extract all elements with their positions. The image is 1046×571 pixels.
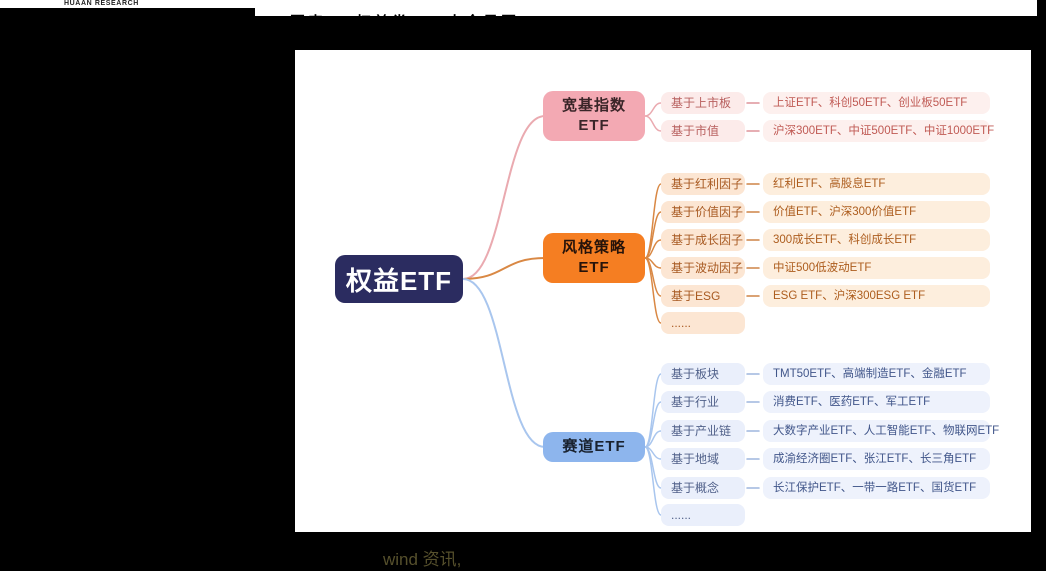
- etf-list-box: 大数字产业ETF、人工智能ETF、物联网ETF: [763, 420, 999, 442]
- category-box: 基于红利因子: [661, 173, 745, 195]
- category-box: ......: [661, 504, 745, 526]
- covered-figure-title: 图表32 权益类ETF大全景图: [290, 11, 519, 16]
- research-logo-text: HUAAN RESEARCH: [64, 0, 139, 7]
- category-box: 基于产业链: [661, 420, 745, 442]
- branch-node-0: 宽基指数 ETF: [543, 91, 645, 141]
- connector-lines: [462, 102, 760, 516]
- etf-list-box: 消费ETF、医药ETF、军工ETF: [763, 391, 990, 413]
- category-box: 基于行业: [661, 391, 745, 413]
- source-text: wind 资讯,: [383, 550, 462, 569]
- etf-list-box: 300成长ETF、科创成长ETF: [763, 229, 990, 251]
- branch-node-label: 赛道ETF: [562, 437, 626, 455]
- category-box: 基于价值因子: [661, 201, 745, 223]
- etf-list-box: 红利ETF、高股息ETF: [763, 173, 990, 195]
- branch-node-label: 宽基指数: [561, 96, 626, 114]
- etf-list-box: TMT50ETF、高端制造ETF、金融ETF: [763, 363, 990, 385]
- category-box: 基于ESG: [661, 285, 745, 307]
- top-header-strip: HUAAN RESEARCH: [0, 0, 1037, 8]
- root-node-equity-etf: 权益ETF: [335, 255, 463, 303]
- etf-list-box: ESG ETF、沪深300ESG ETF: [763, 285, 990, 307]
- etf-list-box: 成渝经济圈ETF、张江ETF、长三角ETF: [763, 448, 990, 470]
- category-box: 基于成长因子: [661, 229, 745, 251]
- diagram-panel: 权益ETF 宽基指数 ETF 基于上市板上证ETF、科创50ETF、创业板50ETF…: [295, 50, 1031, 532]
- branch-node-2: 赛道ETF: [543, 432, 645, 462]
- etf-list-box: 沪深300ETF、中证500ETF、中证1000ETF: [763, 120, 994, 142]
- etf-list-box: 上证ETF、科创50ETF、创业板50ETF: [763, 92, 990, 114]
- category-box: 基于波动因子: [661, 257, 745, 279]
- category-box: ......: [661, 312, 745, 334]
- branch-node-label: 风格策略: [561, 238, 626, 256]
- etf-list-box: 长江保护ETF、一带一路ETF、国货ETF: [763, 477, 990, 499]
- category-box: 基于概念: [661, 477, 745, 499]
- branch-node-1: 风格策略 ETF: [543, 233, 645, 283]
- branch-node-label: ETF: [578, 117, 610, 134]
- redacted-title-strip: 图表32 权益类ETF大全景图: [255, 8, 1037, 16]
- category-box: 基于市值: [661, 120, 745, 142]
- category-box: 基于上市板: [661, 92, 745, 114]
- category-box: 基于板块: [661, 363, 745, 385]
- branch-node-label: ETF: [578, 259, 610, 276]
- category-box: 基于地域: [661, 448, 745, 470]
- etf-list-box: 价值ETF、沪深300价值ETF: [763, 201, 990, 223]
- etf-list-box: 中证500低波动ETF: [763, 257, 990, 279]
